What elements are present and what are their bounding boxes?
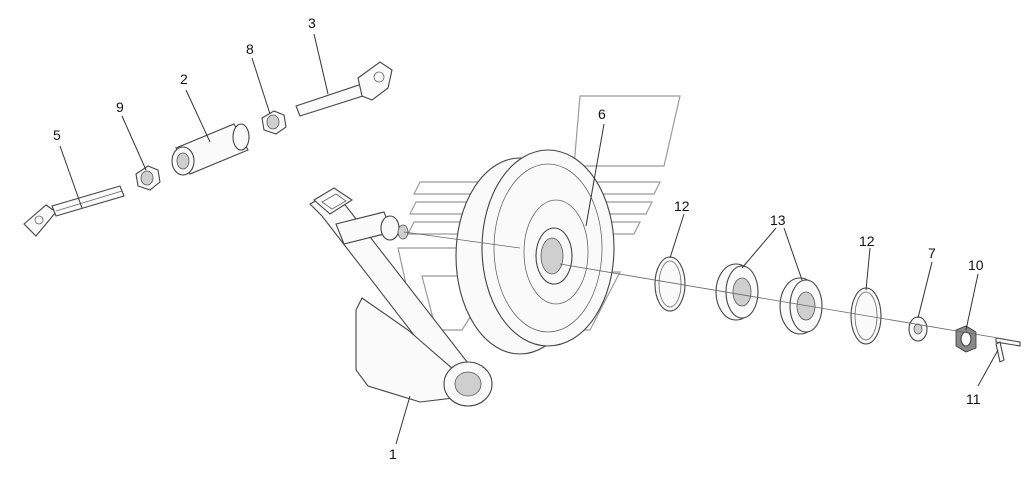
assembly-axis-lines (403, 231, 1011, 341)
part-3-eye-rod (295, 61, 393, 117)
part-12-retaining-ring-left (654, 256, 686, 312)
part-7-washer (908, 316, 928, 342)
label-part-2: 2 (180, 71, 188, 87)
part-13-bearing-left (715, 263, 759, 321)
part-2-sleeve (171, 123, 250, 176)
label-part-6: 6 (598, 106, 606, 122)
part-11-cotter-pin (995, 337, 1021, 363)
label-part-12-left: 12 (674, 198, 690, 214)
label-part-7: 7 (928, 245, 936, 261)
leader-lines (59, 33, 999, 445)
label-part-8: 8 (246, 41, 254, 57)
part-9-nut (135, 165, 161, 191)
label-part-5: 5 (53, 127, 61, 143)
part-8-nut (261, 110, 287, 135)
label-part-10: 10 (968, 257, 984, 273)
part-1-arm (309, 187, 493, 407)
label-part-1: 1 (389, 446, 397, 462)
part-5-eye-bolt (23, 185, 125, 237)
label-part-13: 13 (770, 212, 786, 228)
part-10-castle-nut (955, 325, 977, 353)
part-labels: 5 9 2 8 3 6 12 13 12 7 10 11 1 (53, 15, 984, 462)
label-part-11: 11 (966, 391, 981, 407)
part-13-bearing-right (779, 277, 823, 335)
label-part-3: 3 (308, 15, 316, 31)
part-6-wheel (455, 149, 615, 355)
label-part-12-right: 12 (859, 233, 875, 249)
label-part-9: 9 (116, 99, 124, 115)
